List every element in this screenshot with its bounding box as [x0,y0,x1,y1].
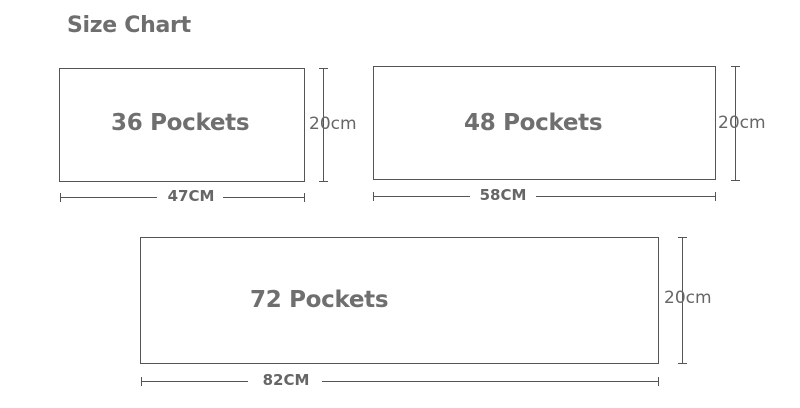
size-box-72-pockets [140,237,659,364]
size-box-label: 36 Pockets [111,110,250,136]
width-dimension-marker: 47CM [60,187,305,205]
size-box-label: 72 Pockets [250,287,389,313]
width-dimension-marker: 58CM [373,186,716,204]
size-chart-title: Size Chart [67,13,191,38]
height-dimension-label: 20cm [718,113,766,133]
height-dimension-label: 20cm [664,288,712,308]
size-box-36-pockets [59,68,305,182]
width-dimension-label: 58CM [479,186,527,204]
size-box-48-pockets [373,66,716,180]
width-dimension-label: 82CM [262,371,310,389]
size-box-label: 48 Pockets [464,110,603,136]
height-dimension-marker [678,237,687,364]
height-dimension-marker [731,66,740,181]
width-dimension-marker: 82CM [141,371,659,389]
width-dimension-label: 47CM [167,187,215,205]
height-dimension-label: 20cm [309,114,357,134]
height-dimension-marker [319,68,328,182]
